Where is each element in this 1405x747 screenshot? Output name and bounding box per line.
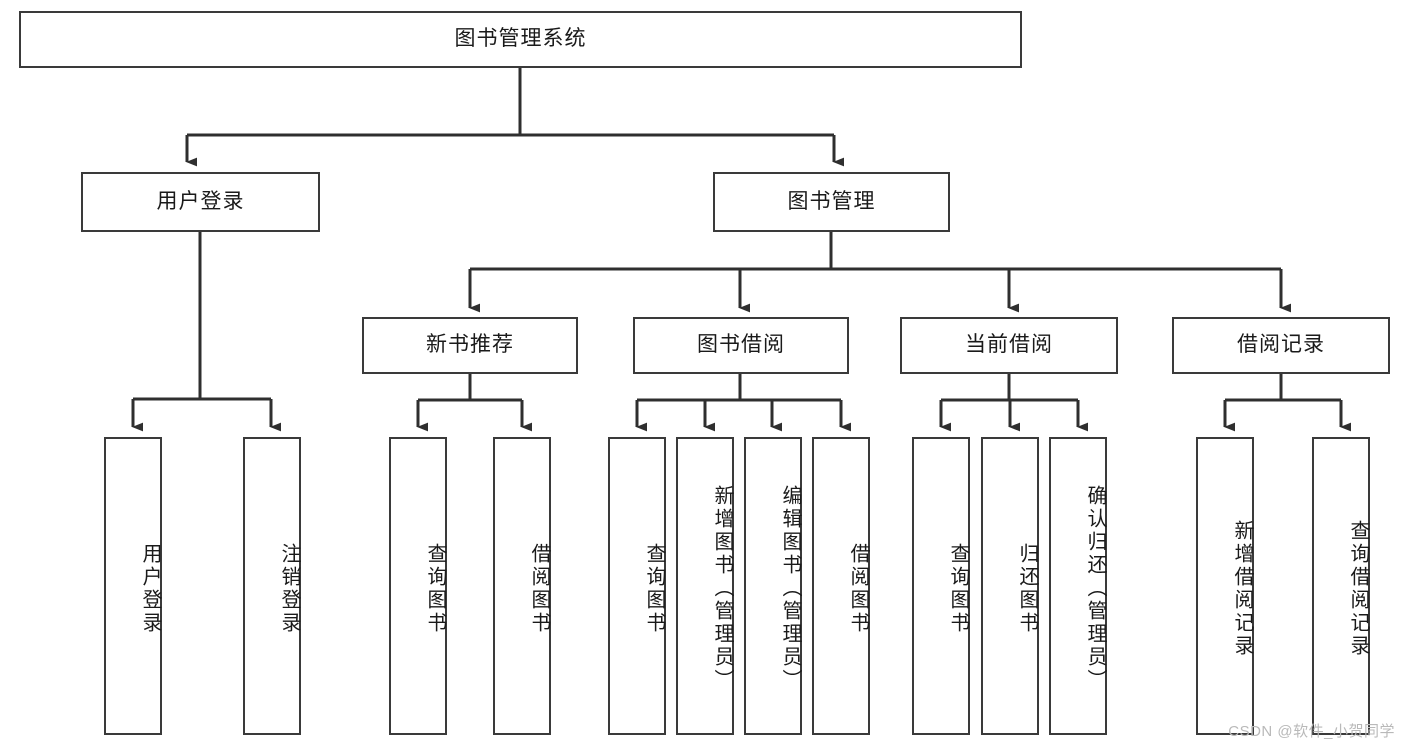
node-label: 图书借阅 [697, 333, 785, 357]
node-label: 确认归还（管理员） [1084, 484, 1106, 692]
watermark: CSDN @软件_小贺同学 [1228, 723, 1395, 740]
node-borrow-record[interactable]: 借阅记录 [1172, 317, 1390, 374]
node-label: 新书推荐 [426, 333, 514, 357]
node-root-book-management-system[interactable]: 图书管理系统 [19, 11, 1022, 68]
node-book-management[interactable]: 图书管理 [713, 172, 950, 232]
node-label: 图书管理 [787, 189, 876, 213]
node-label: 查询图书 [424, 543, 446, 635]
node-label: 查询图书 [643, 543, 665, 635]
node-label: 归还图书 [1016, 543, 1038, 635]
node-label: 借阅记录 [1237, 333, 1325, 357]
leaf-edit-book-admin[interactable]: 编辑图书（管理员） [744, 437, 802, 735]
leaf-new-book-query-book[interactable]: 查询图书 [389, 437, 447, 735]
node-label: 查询图书 [947, 543, 969, 635]
node-label: 当前借阅 [965, 333, 1053, 357]
leaf-current-query-book[interactable]: 查询图书 [912, 437, 970, 735]
node-label: 查询借阅记录 [1347, 520, 1369, 658]
node-label: 新增图书（管理员） [711, 484, 733, 692]
node-current-borrow[interactable]: 当前借阅 [900, 317, 1118, 374]
leaf-borrow-book[interactable]: 借阅图书 [812, 437, 870, 735]
leaf-user-login[interactable]: 用户登录 [104, 437, 162, 735]
leaf-borrow-query-book[interactable]: 查询图书 [608, 437, 666, 735]
node-label: 用户登录 [139, 543, 161, 635]
node-label: 借阅图书 [528, 543, 550, 635]
leaf-return-book[interactable]: 归还图书 [981, 437, 1039, 735]
node-book-borrow[interactable]: 图书借阅 [633, 317, 849, 374]
node-new-book-recommend[interactable]: 新书推荐 [362, 317, 578, 374]
node-label: 图书管理系统 [454, 27, 587, 51]
leaf-query-borrow-record[interactable]: 查询借阅记录 [1312, 437, 1370, 735]
node-label: 注销登录 [278, 543, 300, 635]
node-label: 新增借阅记录 [1231, 520, 1253, 658]
leaf-new-book-borrow-book[interactable]: 借阅图书 [493, 437, 551, 735]
node-user-login[interactable]: 用户登录 [81, 172, 320, 232]
leaf-add-book-admin[interactable]: 新增图书（管理员） [676, 437, 734, 735]
leaf-add-borrow-record[interactable]: 新增借阅记录 [1196, 437, 1254, 735]
node-label: 借阅图书 [847, 543, 869, 635]
leaf-logout[interactable]: 注销登录 [243, 437, 301, 735]
leaf-confirm-return-admin[interactable]: 确认归还（管理员） [1049, 437, 1107, 735]
node-label: 用户登录 [156, 189, 245, 213]
node-label: 编辑图书（管理员） [779, 484, 801, 692]
